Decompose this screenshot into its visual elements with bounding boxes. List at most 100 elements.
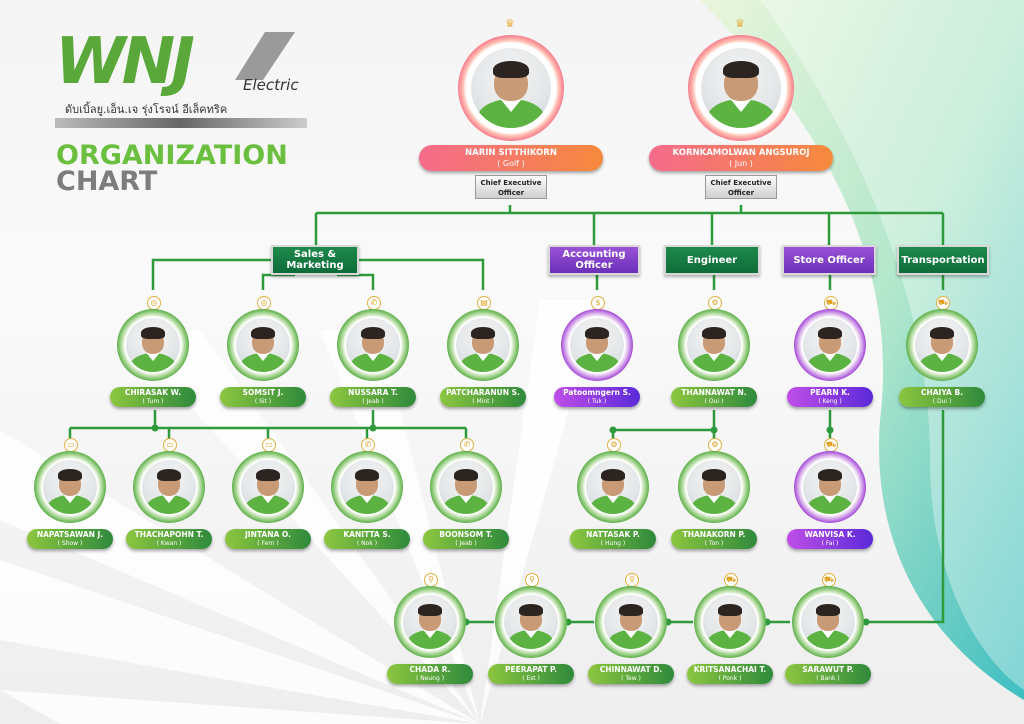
profile-photo <box>403 595 457 649</box>
name-label: CHIRASAK W. ( Tum ) <box>110 387 196 407</box>
person-nickname: ( Neung ) <box>415 675 445 682</box>
name-label: CHAIYA B. ( Dui ) <box>899 387 985 407</box>
crown-icon: ♛ <box>735 17 745 30</box>
profile-photo <box>703 595 757 649</box>
truck-icon: ⛟ <box>822 573 836 587</box>
profile-photo <box>687 318 741 372</box>
name-label: NAPATSAWAN J. ( Show ) <box>27 529 113 549</box>
connector-node <box>609 426 617 434</box>
dept-sales-marketing: Sales & Marketing <box>271 245 359 275</box>
dept-label: Sales & Marketing <box>286 249 344 271</box>
person-name: NARIN SITTHIKORN <box>465 148 557 158</box>
person-name: CHAIYA B. <box>920 388 964 397</box>
person-nickname: ( Jeab ) <box>455 540 477 547</box>
motorcycle-icon: ⚲ <box>525 573 539 587</box>
profile-photo <box>236 318 290 372</box>
connector-node <box>862 618 870 626</box>
dept-label: Store Officer <box>793 254 865 266</box>
person-name: WANVISA K. <box>804 530 856 539</box>
dept-store-officer: Store Officer <box>782 245 876 275</box>
person-name: KANITTA S. <box>343 530 391 539</box>
connector-line <box>337 273 375 290</box>
person-nickname: ( Keng ) <box>818 398 842 405</box>
profile-photo <box>340 460 394 514</box>
profile-photo <box>801 595 855 649</box>
logo-brand: WNJ <box>55 25 195 99</box>
gear-icon: ⚙ <box>708 296 722 310</box>
chart-title-line1: ORGANIZATION <box>56 140 288 171</box>
name-label: CHINNAWAT D. ( Tew ) <box>588 664 674 684</box>
profile-photo <box>439 460 493 514</box>
person-nickname: ( Tum ) <box>142 398 164 405</box>
person-nickname: ( Hung ) <box>600 540 626 547</box>
phone-icon: ✆ <box>460 438 474 452</box>
person-nickname: ( Bank ) <box>816 675 840 682</box>
person-name: SARAWUT P. <box>802 665 854 674</box>
person-name: NUSSARA T. <box>348 388 398 397</box>
dept-label: Accounting Officer <box>562 249 626 271</box>
person-nickname: ( Kwan ) <box>156 540 182 547</box>
person-name: CHADA R. <box>409 665 451 674</box>
document-icon: ▭ <box>64 438 78 452</box>
profile-photo <box>241 460 295 514</box>
name-label: NUSSARA T. ( Jeab ) <box>330 387 416 407</box>
person-name: BOONSOM T. <box>439 530 493 539</box>
name-label: NARIN SITTHIKORN ( Golf ) <box>419 145 603 171</box>
person-name: PEARN K. <box>810 388 850 397</box>
name-label: NATTASAK P. ( Hung ) <box>570 529 656 549</box>
person-nickname: ( Show ) <box>57 540 83 547</box>
name-label: KRITSANACHAI T. ( Ponk ) <box>687 664 773 684</box>
profile-photo <box>456 318 510 372</box>
person-nickname: ( Mint ) <box>472 398 494 405</box>
person-name: THANAKORN P. <box>682 530 746 539</box>
person-nickname: ( Tew ) <box>621 675 641 682</box>
logo-thai-name: ดับเบิ้ลยู.เอ็น.เจ รุ่งโรจน์ อีเล็คทริค <box>65 103 228 116</box>
phone-icon: ✆ <box>367 296 381 310</box>
connector-node <box>369 424 377 432</box>
chart-icon: ▤ <box>477 296 491 310</box>
person-name: Patoomngern S. <box>563 388 631 397</box>
person-nickname: ( Golf ) <box>497 159 525 168</box>
profile-photo <box>915 318 969 372</box>
name-label: BOONSOM T. ( Jeab ) <box>423 529 509 549</box>
person-name: PATCHARANUN S. <box>446 388 520 397</box>
name-label: THANNAWAT N. ( Oui ) <box>671 387 757 407</box>
dept-engineer: Engineer <box>664 245 760 275</box>
connector-node <box>826 426 834 434</box>
person-name: JINTANA O. <box>245 530 291 539</box>
target-icon: ◎ <box>147 296 161 310</box>
profile-photo <box>346 318 400 372</box>
name-label: CHADA R. ( Neung ) <box>387 664 473 684</box>
logo-slash-icon <box>235 32 295 80</box>
document-icon: ▭ <box>262 438 276 452</box>
person-name: KORNKAMOLWAN ANGSUROJ <box>672 148 810 158</box>
profile-photo <box>504 595 558 649</box>
job-title: Chief Executive Officer <box>705 175 777 199</box>
dept-label: Engineer <box>686 254 738 266</box>
profile-photo <box>604 595 658 649</box>
person-nickname: ( Nok ) <box>356 540 378 547</box>
connector-line <box>151 258 271 290</box>
name-label: SOMSIT J. ( Sit ) <box>220 387 306 407</box>
person-nickname: ( Fai ) <box>821 540 839 547</box>
connector-line <box>261 273 295 290</box>
name-label: PEERAPAT P. ( Est ) <box>488 664 574 684</box>
name-label: KORNKAMOLWAN ANGSUROJ ( Jun ) <box>649 145 833 171</box>
profile-photo <box>701 48 781 128</box>
dollar-icon: $ <box>591 296 605 310</box>
motorcycle-icon: ⚲ <box>424 573 438 587</box>
person-nickname: ( Fern ) <box>257 540 279 547</box>
person-nickname: ( Ponk ) <box>718 675 742 682</box>
cart-icon: ⛟ <box>824 438 838 452</box>
person-nickname: ( Oui ) <box>704 398 724 405</box>
document-icon: ▭ <box>163 438 177 452</box>
profile-photo <box>803 318 857 372</box>
name-label: PEARN K. ( Keng ) <box>787 387 873 407</box>
person-name: KRITSANACHAI T. <box>693 665 767 674</box>
dept-accounting-officer: Accounting Officer <box>548 245 640 275</box>
profile-photo <box>43 460 97 514</box>
profile-photo <box>803 460 857 514</box>
job-title: Chief Executive Officer <box>475 175 547 199</box>
person-name: NAPATSAWAN J. <box>36 530 104 539</box>
gear-icon: ⚙ <box>708 438 722 452</box>
